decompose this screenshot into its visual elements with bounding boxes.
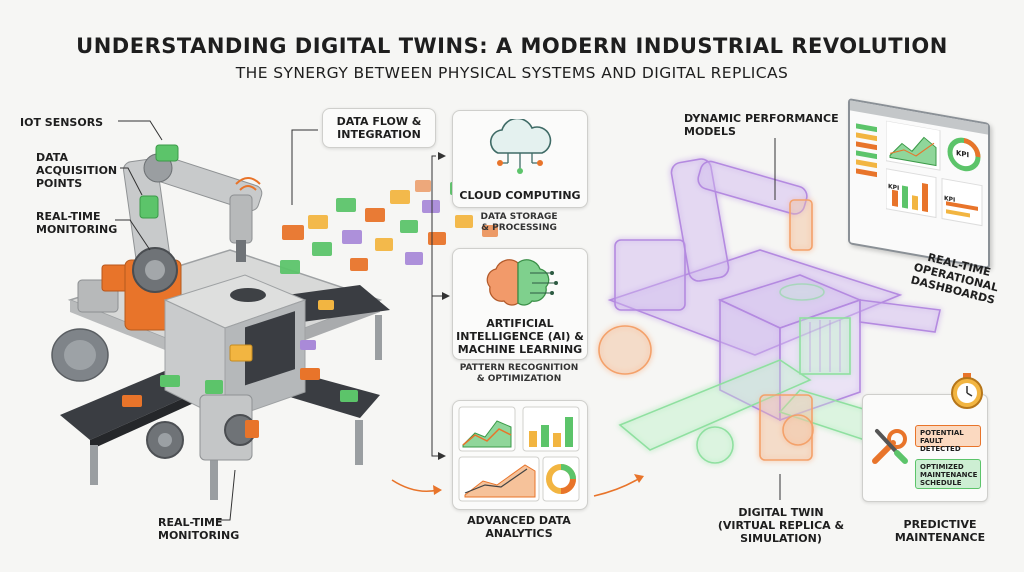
page-title: UNDERSTANDING DIGITAL TWINS: A MODERN IN… bbox=[76, 34, 948, 58]
data-flow-label: DATA FLOW & INTEGRATION bbox=[336, 115, 422, 141]
dashboard-charts bbox=[886, 120, 983, 227]
label-iot-sensors: IoT SENSORS bbox=[20, 116, 104, 129]
wrench-screwdriver-icon bbox=[872, 429, 908, 464]
ai-ml-caption: PATTERN RECOGNITION & OPTIMIZATION bbox=[459, 363, 579, 384]
cloud-computing-caption: DATA STORAGE & PROCESSING bbox=[480, 212, 558, 233]
label-data-acquisition: DATA ACQUISITION POINTS bbox=[36, 151, 118, 190]
cloud-network-icon bbox=[489, 119, 552, 174]
maintenance-schedule-badge: OPTIMIZED MAINTENANCE SCHEDULE bbox=[915, 459, 981, 489]
page-subtitle: THE SYNERGY BETWEEN PHYSICAL SYSTEMS AND… bbox=[235, 64, 789, 82]
brain-circuit-icon bbox=[486, 259, 558, 306]
dashboard-monitor: KPI KPI KPI bbox=[848, 98, 990, 270]
predictive-maintenance-card: POTENTIAL FAULT DETECTED OPTIMIZED MAINT… bbox=[862, 373, 988, 502]
data-envelopes-stream bbox=[280, 180, 498, 274]
label-digital-twin: DIGITAL TWIN (VIRTUAL REPLICA & SIMULATI… bbox=[717, 506, 845, 545]
analytics-title: ADVANCED DATA ANALYTICS bbox=[467, 514, 571, 540]
data-flow-card: DATA FLOW & INTEGRATION bbox=[322, 108, 436, 148]
stopwatch-icon bbox=[951, 373, 983, 409]
ai-ml-card: ARTIFICIAL INTELLIGENCE (AI) & MACHINE L… bbox=[452, 248, 588, 360]
cloud-computing-title: CLOUD COMPUTING bbox=[459, 189, 581, 202]
fault-detected-badge: POTENTIAL FAULT DETECTED bbox=[915, 425, 981, 453]
dashboard-sidebar bbox=[856, 119, 882, 234]
analytics-card bbox=[452, 400, 588, 510]
label-predictive-maintenance: PREDICTIVE MAINTENANCE bbox=[894, 518, 986, 544]
cloud-computing-card: CLOUD COMPUTING bbox=[452, 110, 588, 208]
label-realtime-monitoring-top: REAL-TIME MONITORING bbox=[36, 210, 118, 236]
analytics-charts-icon bbox=[458, 406, 580, 502]
label-dynamic-performance-models: DYNAMIC PERFORMANCE MODELS bbox=[684, 112, 839, 138]
ai-ml-title: ARTIFICIAL INTELLIGENCE (AI) & MACHINE L… bbox=[456, 317, 584, 356]
label-realtime-monitoring-bottom: REAL-TIME MONITORING bbox=[158, 516, 240, 542]
